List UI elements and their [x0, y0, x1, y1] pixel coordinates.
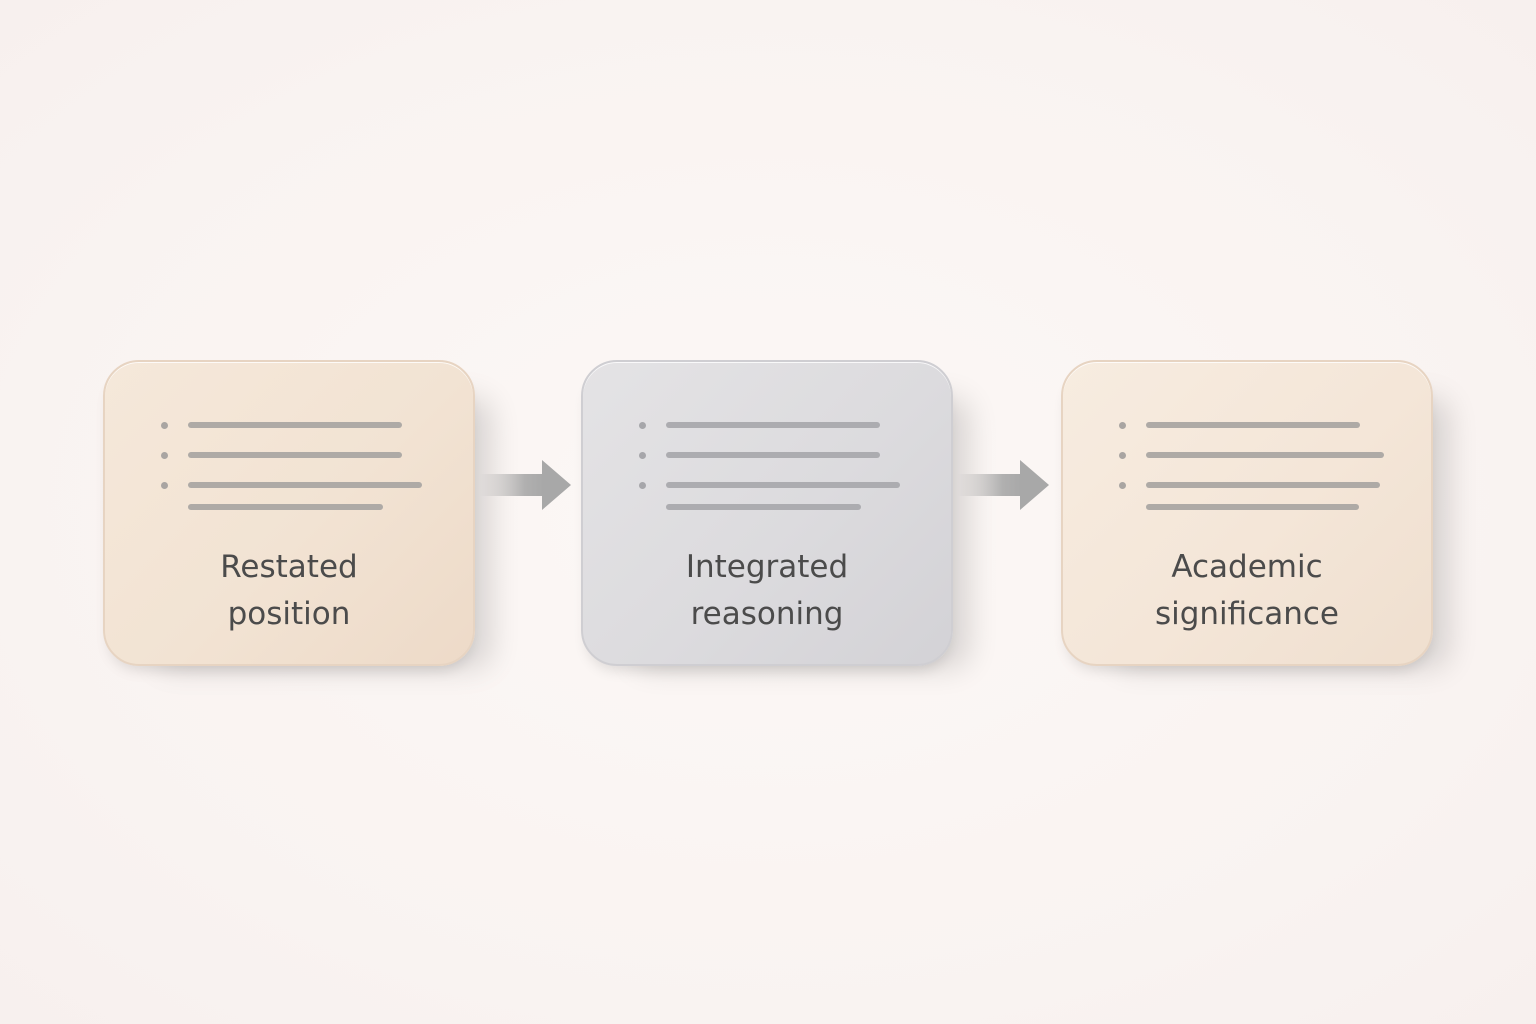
bullet-dot	[161, 422, 168, 429]
step-card-restated-position: Restated position	[103, 360, 475, 666]
step-card-integrated-reasoning: Integrated reasoning	[581, 360, 953, 666]
bullet-dot	[161, 482, 168, 489]
text-line-placeholder	[1146, 482, 1380, 488]
step-label-line2: reasoning	[690, 596, 844, 632]
text-line-placeholder	[188, 422, 402, 428]
text-line-placeholder	[666, 504, 861, 510]
step-label: Academic significance	[1063, 544, 1431, 638]
text-line-placeholder	[666, 482, 900, 488]
step-label: Integrated reasoning	[583, 544, 951, 638]
step-label-line1: Restated	[220, 549, 358, 585]
bullet-dot	[639, 482, 646, 489]
bulleted-list-icon	[1119, 420, 1399, 532]
text-line-placeholder	[1146, 452, 1384, 458]
step-label-line2: significance	[1154, 596, 1340, 632]
bullet-dot	[639, 452, 646, 459]
text-line-placeholder	[188, 482, 422, 488]
bullet-dot	[1119, 452, 1126, 459]
text-line-placeholder	[188, 452, 402, 458]
step-label-line2: position	[227, 596, 351, 632]
bullet-dot	[1119, 422, 1126, 429]
bullet-dot	[161, 452, 168, 459]
text-line-placeholder	[666, 452, 880, 458]
text-line-placeholder	[1146, 422, 1360, 428]
step-label-line1: Academic	[1171, 549, 1323, 585]
bulleted-list-icon	[639, 420, 919, 532]
text-line-placeholder	[188, 504, 383, 510]
arrow-right-icon	[480, 460, 571, 510]
bullet-dot	[639, 422, 646, 429]
arrow-right-icon	[958, 460, 1049, 510]
step-label-line1: Integrated	[685, 549, 849, 585]
step-label: Restated position	[105, 544, 473, 638]
text-line-placeholder	[1146, 504, 1359, 510]
text-line-placeholder	[666, 422, 880, 428]
step-card-academic-significance: Academic significance	[1061, 360, 1433, 666]
bullet-dot	[1119, 482, 1126, 489]
bulleted-list-icon	[161, 420, 441, 532]
